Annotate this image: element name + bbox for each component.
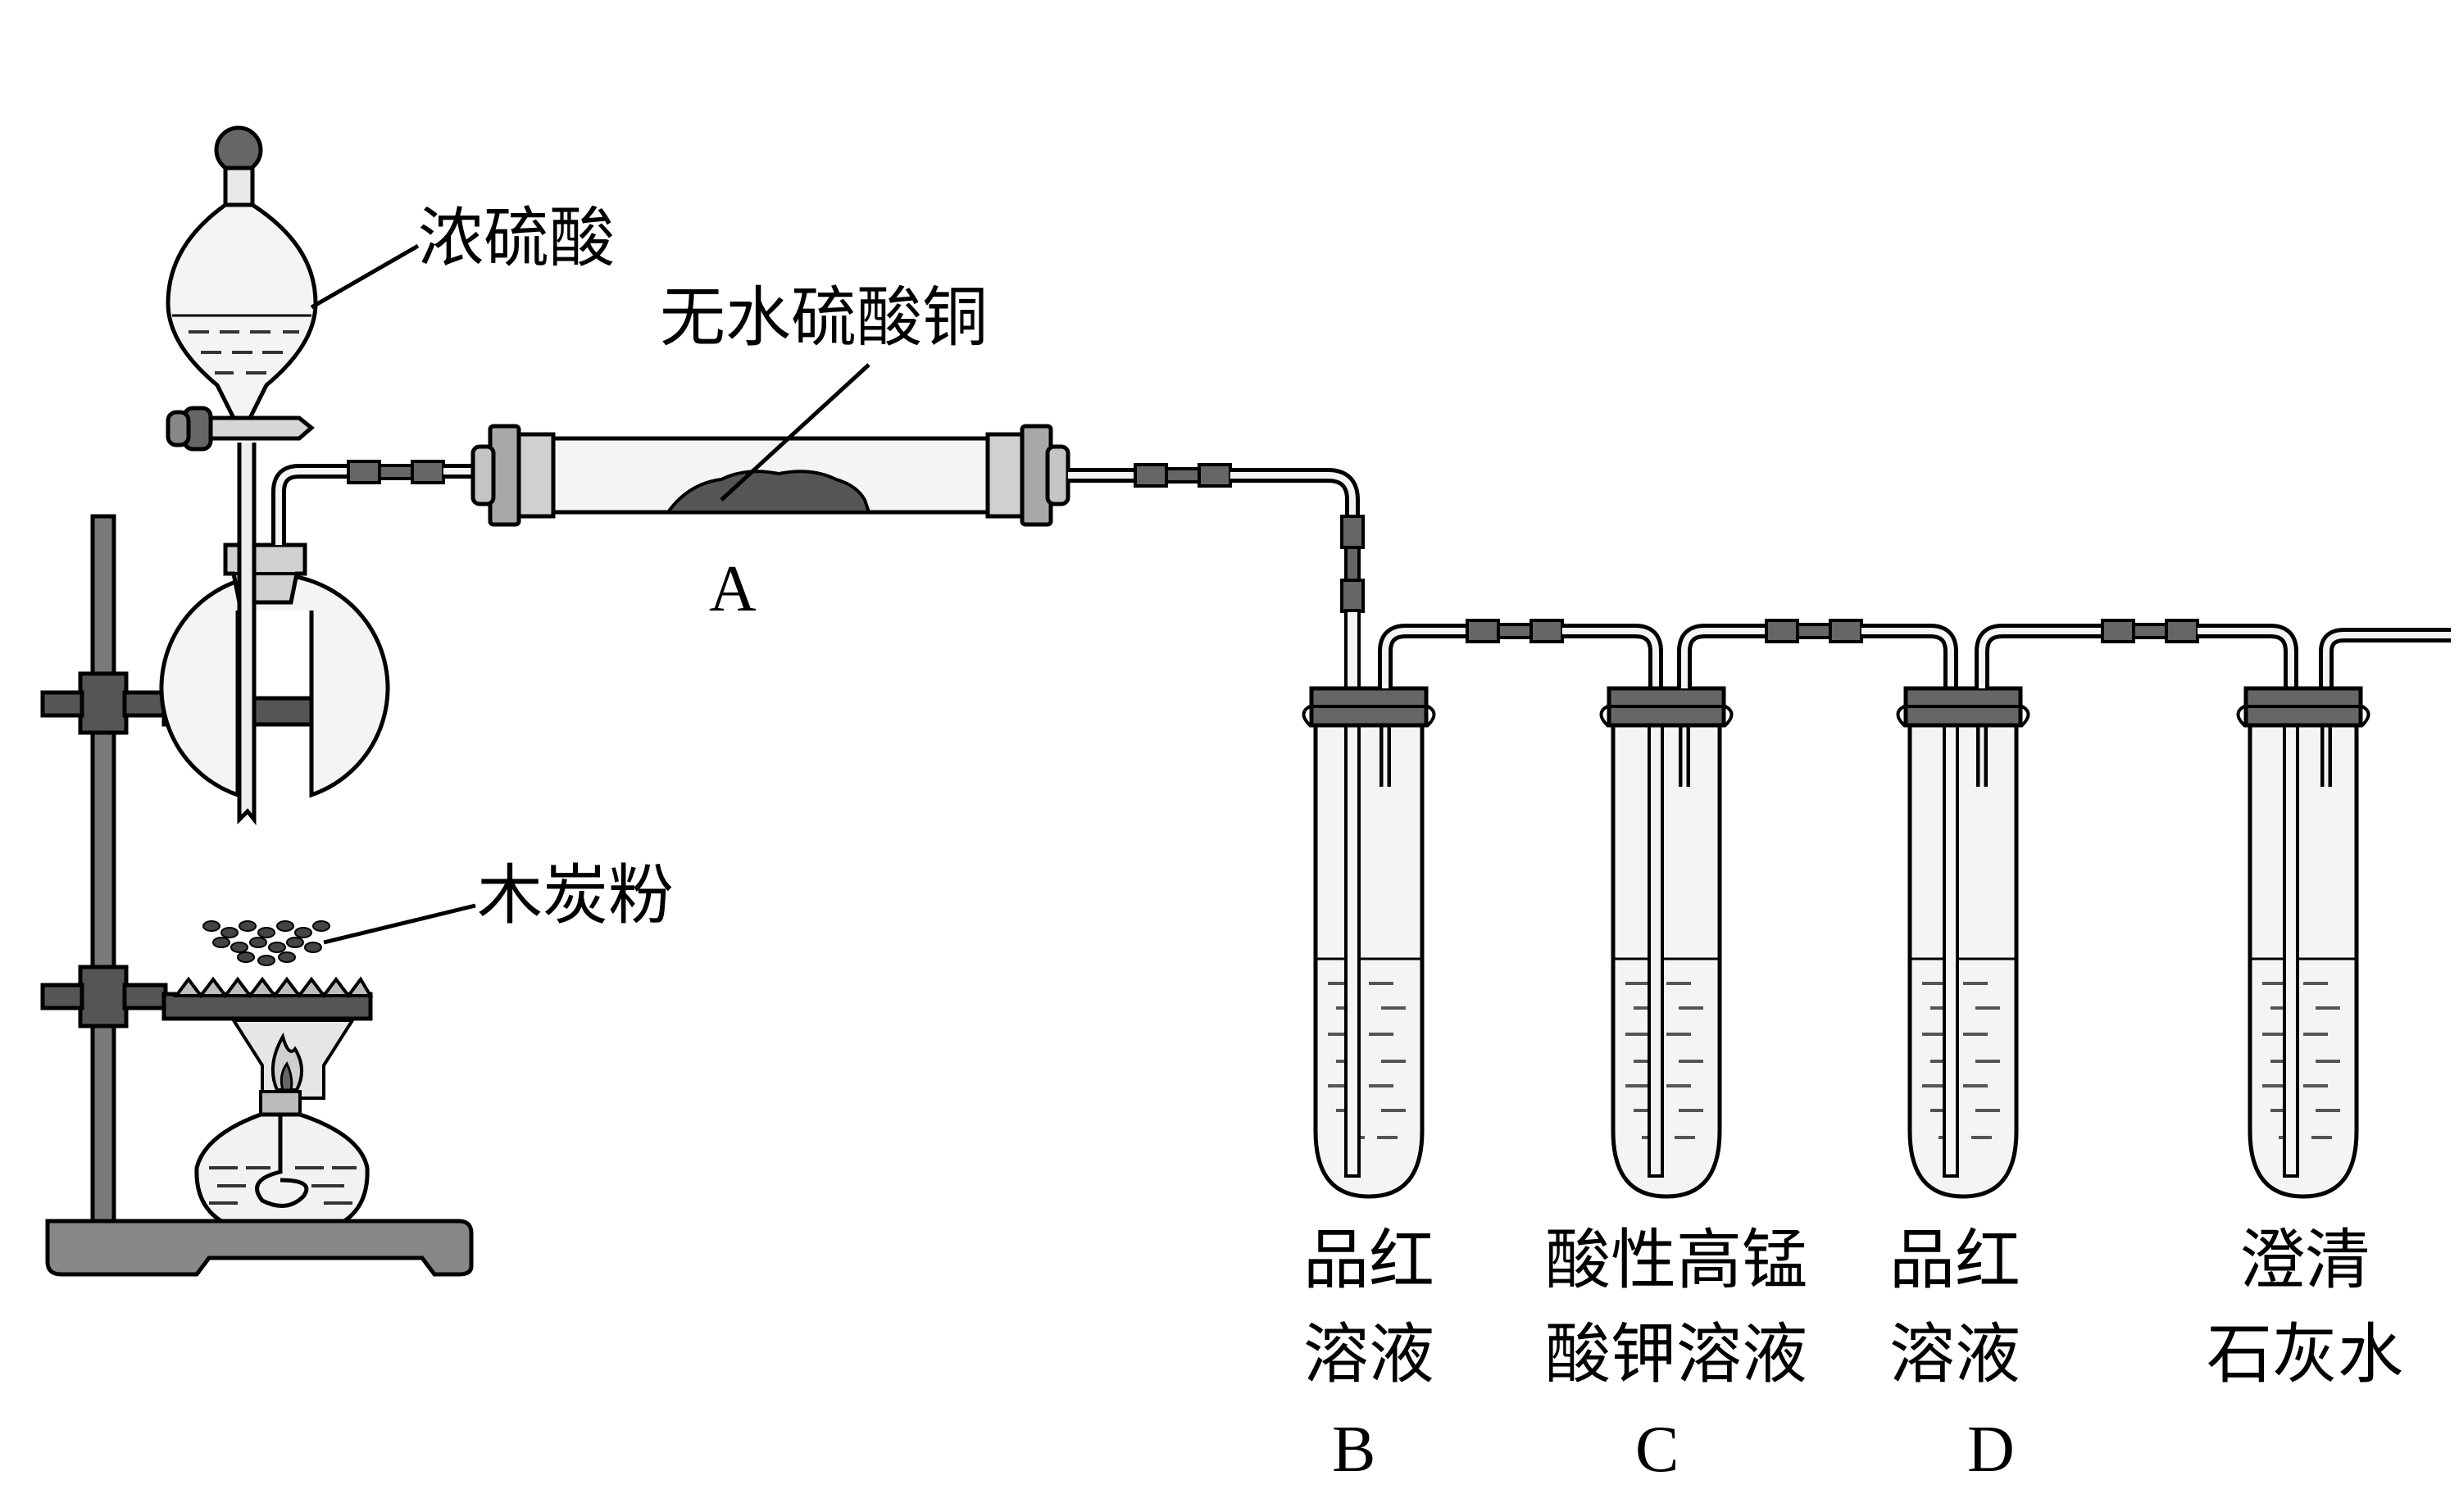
- leader-lines: [310, 243, 870, 945]
- label-e-line2: 石灰水: [2207, 1316, 2403, 1392]
- label-b-line1: 品红: [1303, 1222, 1434, 1298]
- label-c-letter: C: [1635, 1414, 1679, 1486]
- charcoal-powder: [202, 920, 330, 966]
- label-c-line2: 酸钾溶液: [1545, 1316, 1807, 1392]
- label-b-line2: 溶液: [1303, 1316, 1434, 1392]
- label-charcoal: 木炭粉: [477, 857, 674, 933]
- leader-cuso4: [720, 363, 870, 502]
- leader-conc-h2so4: [310, 243, 420, 310]
- alcohol-lamp: [194, 1019, 370, 1224]
- delivery-tube-3: [1378, 619, 1663, 688]
- label-b-letter: B: [1332, 1414, 1375, 1486]
- label-conc-h2so4: 浓硫酸: [418, 200, 615, 276]
- label-d-line2: 溶液: [1889, 1316, 2020, 1392]
- delivery-tube-1: [271, 460, 475, 545]
- leader-charcoal: [323, 903, 476, 945]
- label-d-letter: D: [1967, 1414, 2015, 1486]
- label-e-line1: 澄清: [2239, 1222, 2370, 1298]
- wire-gauze: [173, 976, 374, 999]
- delivery-tube-4: [1677, 619, 1958, 688]
- test-tube-b: [1302, 609, 1436, 1199]
- test-tube-c: [1599, 686, 1734, 1199]
- label-tube-a: A: [709, 553, 757, 625]
- test-tube-d: [1896, 686, 2030, 1199]
- drying-tube-a: [470, 424, 1070, 527]
- label-anhydrous-cuso4: 无水硫酸铜: [660, 279, 988, 356]
- separatory-funnel: [166, 125, 318, 826]
- delivery-tube-5: [1975, 619, 2298, 688]
- label-c-line1: 酸性高锰: [1545, 1222, 1807, 1298]
- anhydrous-cuso4-powder: [665, 470, 871, 514]
- round-bottom-flask: [159, 573, 390, 966]
- label-d-line1: 品红: [1889, 1222, 2020, 1298]
- delivery-tube-2: [1068, 463, 1365, 613]
- test-tube-e: [2236, 628, 2451, 1199]
